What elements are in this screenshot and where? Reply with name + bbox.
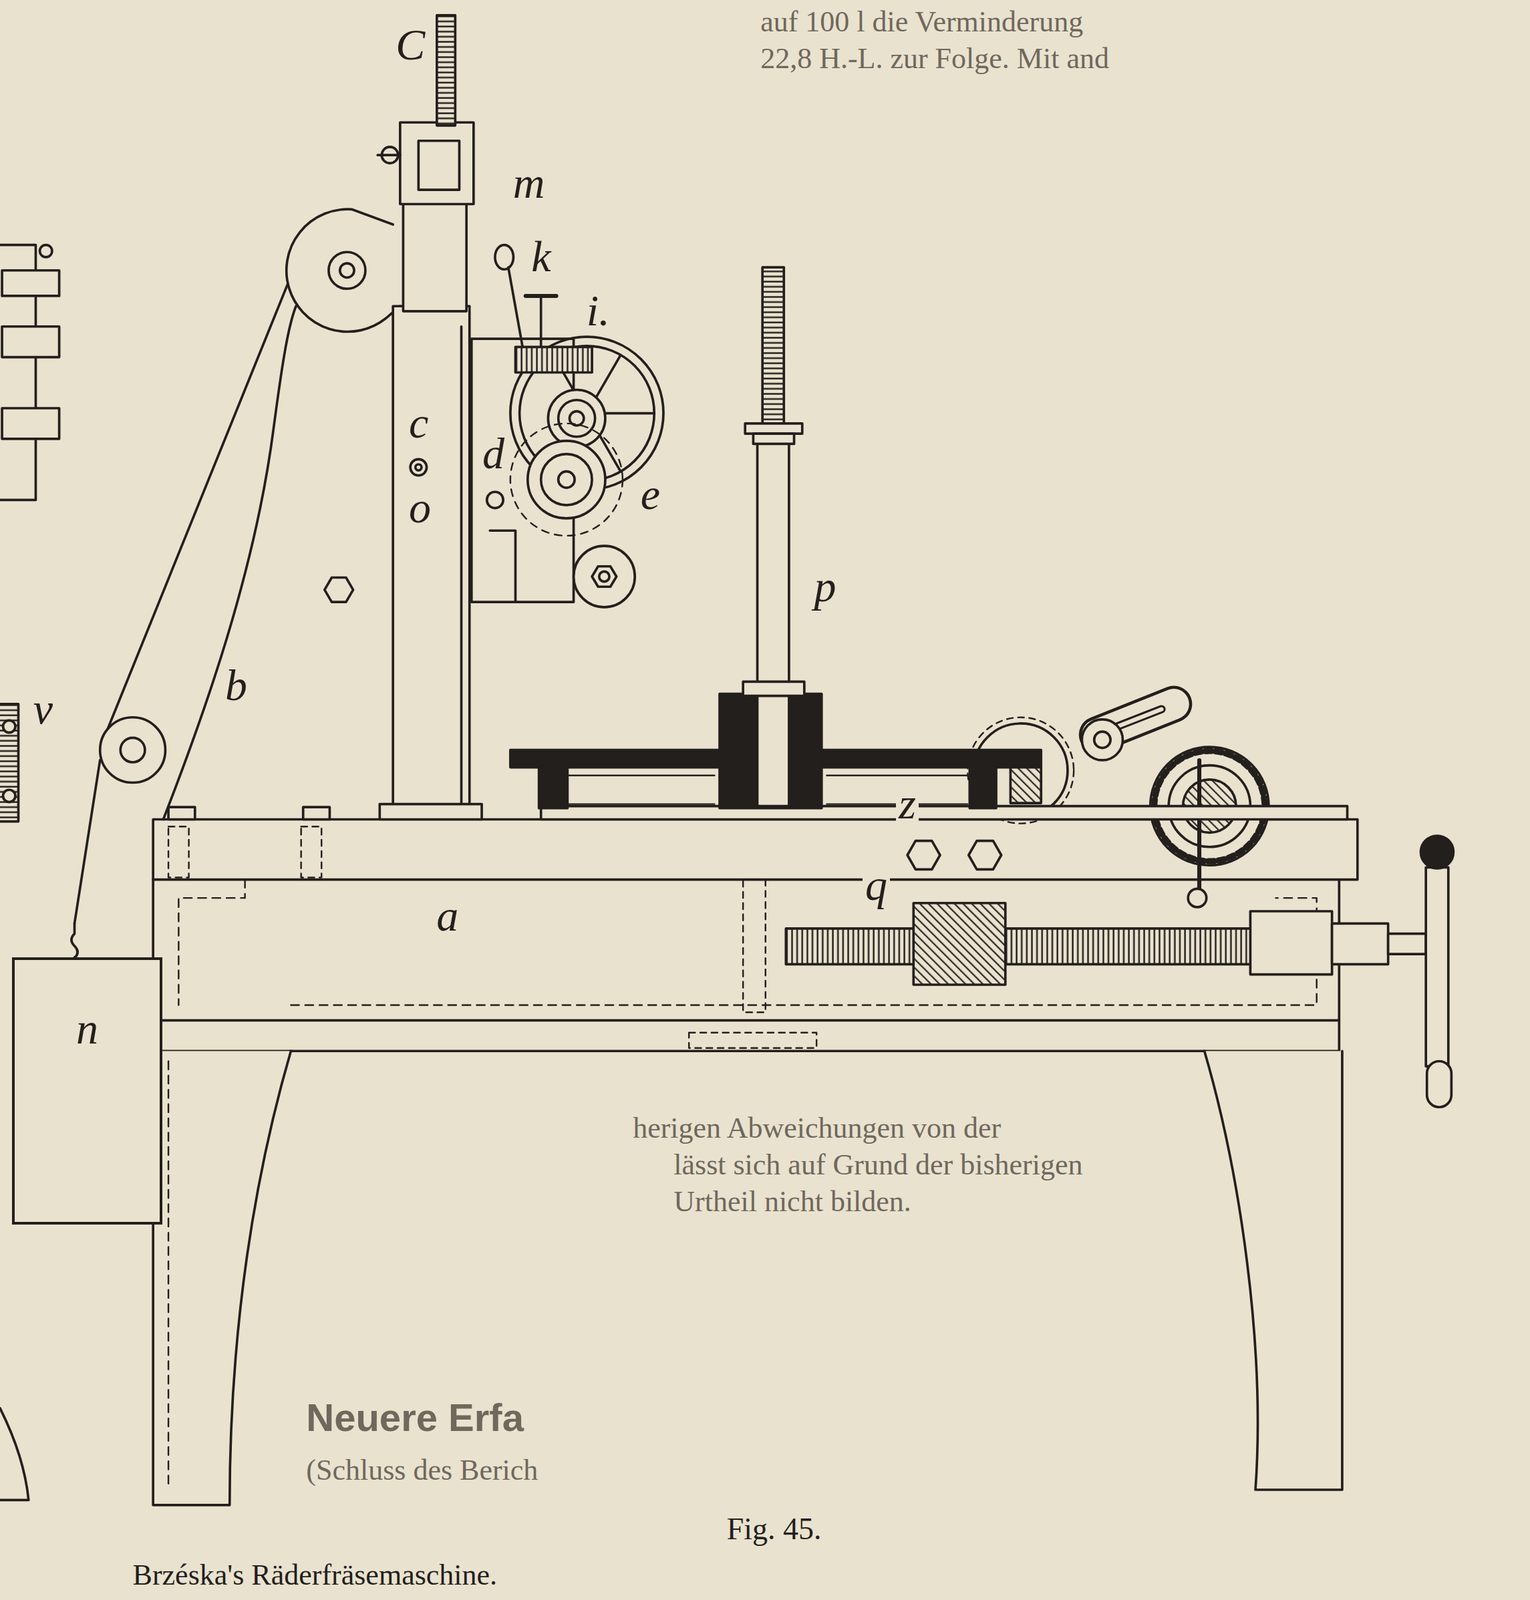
part-letter: b [222, 663, 250, 708]
part-letter: m [510, 161, 548, 206]
work-table [510, 267, 1348, 870]
weight-box: n [12, 957, 162, 1225]
column-text: 22,8 H.-L. zur Folge. Mit and [760, 42, 1110, 75]
part-letter: q [862, 863, 890, 908]
column-bracket [71, 209, 401, 959]
part-letter: d [479, 431, 508, 476]
column-text: Urtheil nicht bilden. [673, 1185, 912, 1218]
part-letter: e [638, 472, 663, 517]
figure-number: Fig. 45. [726, 1512, 822, 1547]
column [377, 15, 482, 820]
part-letter: z [895, 781, 919, 826]
column-text: lässt sich auf Grund der bisherigen [673, 1149, 1083, 1182]
weight-letter: n [14, 1006, 160, 1051]
column-text: auf 100 l die Verminderung [760, 6, 1084, 39]
part-letter: c [406, 400, 431, 445]
column-text: (Schluss des Berich [306, 1454, 538, 1487]
part-letter: a [433, 893, 462, 939]
neighbour-machine [0, 245, 60, 1501]
part-letter: v [30, 686, 56, 731]
part-letter: i. [583, 288, 613, 333]
part-letter: C [392, 22, 428, 67]
part-letter: k [528, 234, 554, 279]
machine-table [153, 807, 1358, 1506]
part-letter: p [811, 564, 840, 609]
part-letter: o [406, 485, 434, 530]
figure-caption: Brzéska's Räderfräsemaschine. [132, 1559, 498, 1592]
column-text: herigen Abweichungen von der [632, 1112, 1001, 1145]
cutter-carriage [471, 245, 664, 608]
lead-screw [785, 835, 1454, 1108]
section-heading: Neuere Erfa [306, 1396, 524, 1440]
